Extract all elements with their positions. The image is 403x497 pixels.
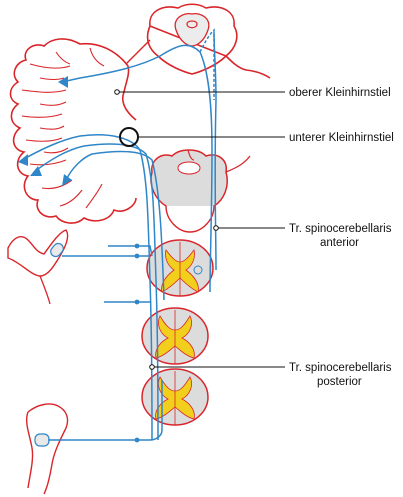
leg-outline	[27, 404, 68, 494]
label-anterior-tract-line1: Tr. spinocerebellaris	[289, 223, 392, 235]
label-inferior-peduncle: unterer Kleinhirnstiel	[289, 132, 394, 144]
medulla-lower-tongue	[166, 206, 214, 232]
leader-dot	[150, 365, 155, 370]
leg-muscle-spindle-icon	[35, 434, 49, 446]
arm-afferent-upper	[108, 246, 152, 256]
medulla-section	[151, 150, 250, 232]
label-superior-peduncle: oberer Kleinhirnstiel	[289, 87, 391, 99]
synapse-dot	[135, 254, 140, 259]
cerebellum	[11, 39, 137, 223]
leg-with-muscle-spindle	[27, 404, 68, 494]
midbrain-left-peduncle	[126, 40, 150, 64]
medulla-central	[178, 162, 200, 174]
midbrain-outline	[148, 4, 270, 78]
label-posterior-tract-line2: posterior	[317, 376, 362, 388]
synapse-dots	[135, 244, 140, 443]
arm-with-muscle-spindle	[8, 230, 68, 304]
synapse-dot	[135, 244, 140, 249]
label-anterior-tract-line2: anterior	[320, 237, 359, 249]
forearm-line	[40, 276, 50, 304]
synapse-dot	[135, 438, 140, 443]
leader-dot	[115, 90, 120, 95]
medulla-side-right	[226, 156, 250, 172]
midbrain-section	[126, 4, 270, 78]
anterior-tract-right-ascending	[214, 32, 216, 270]
label-posterior-tract-line1: Tr. spinocerebellaris	[289, 362, 392, 374]
cerebellum-outline	[11, 39, 137, 223]
spinal-segment-1-anterior-nucleus	[194, 266, 202, 274]
leader-dot	[214, 226, 219, 231]
synapse-dot	[135, 300, 140, 305]
